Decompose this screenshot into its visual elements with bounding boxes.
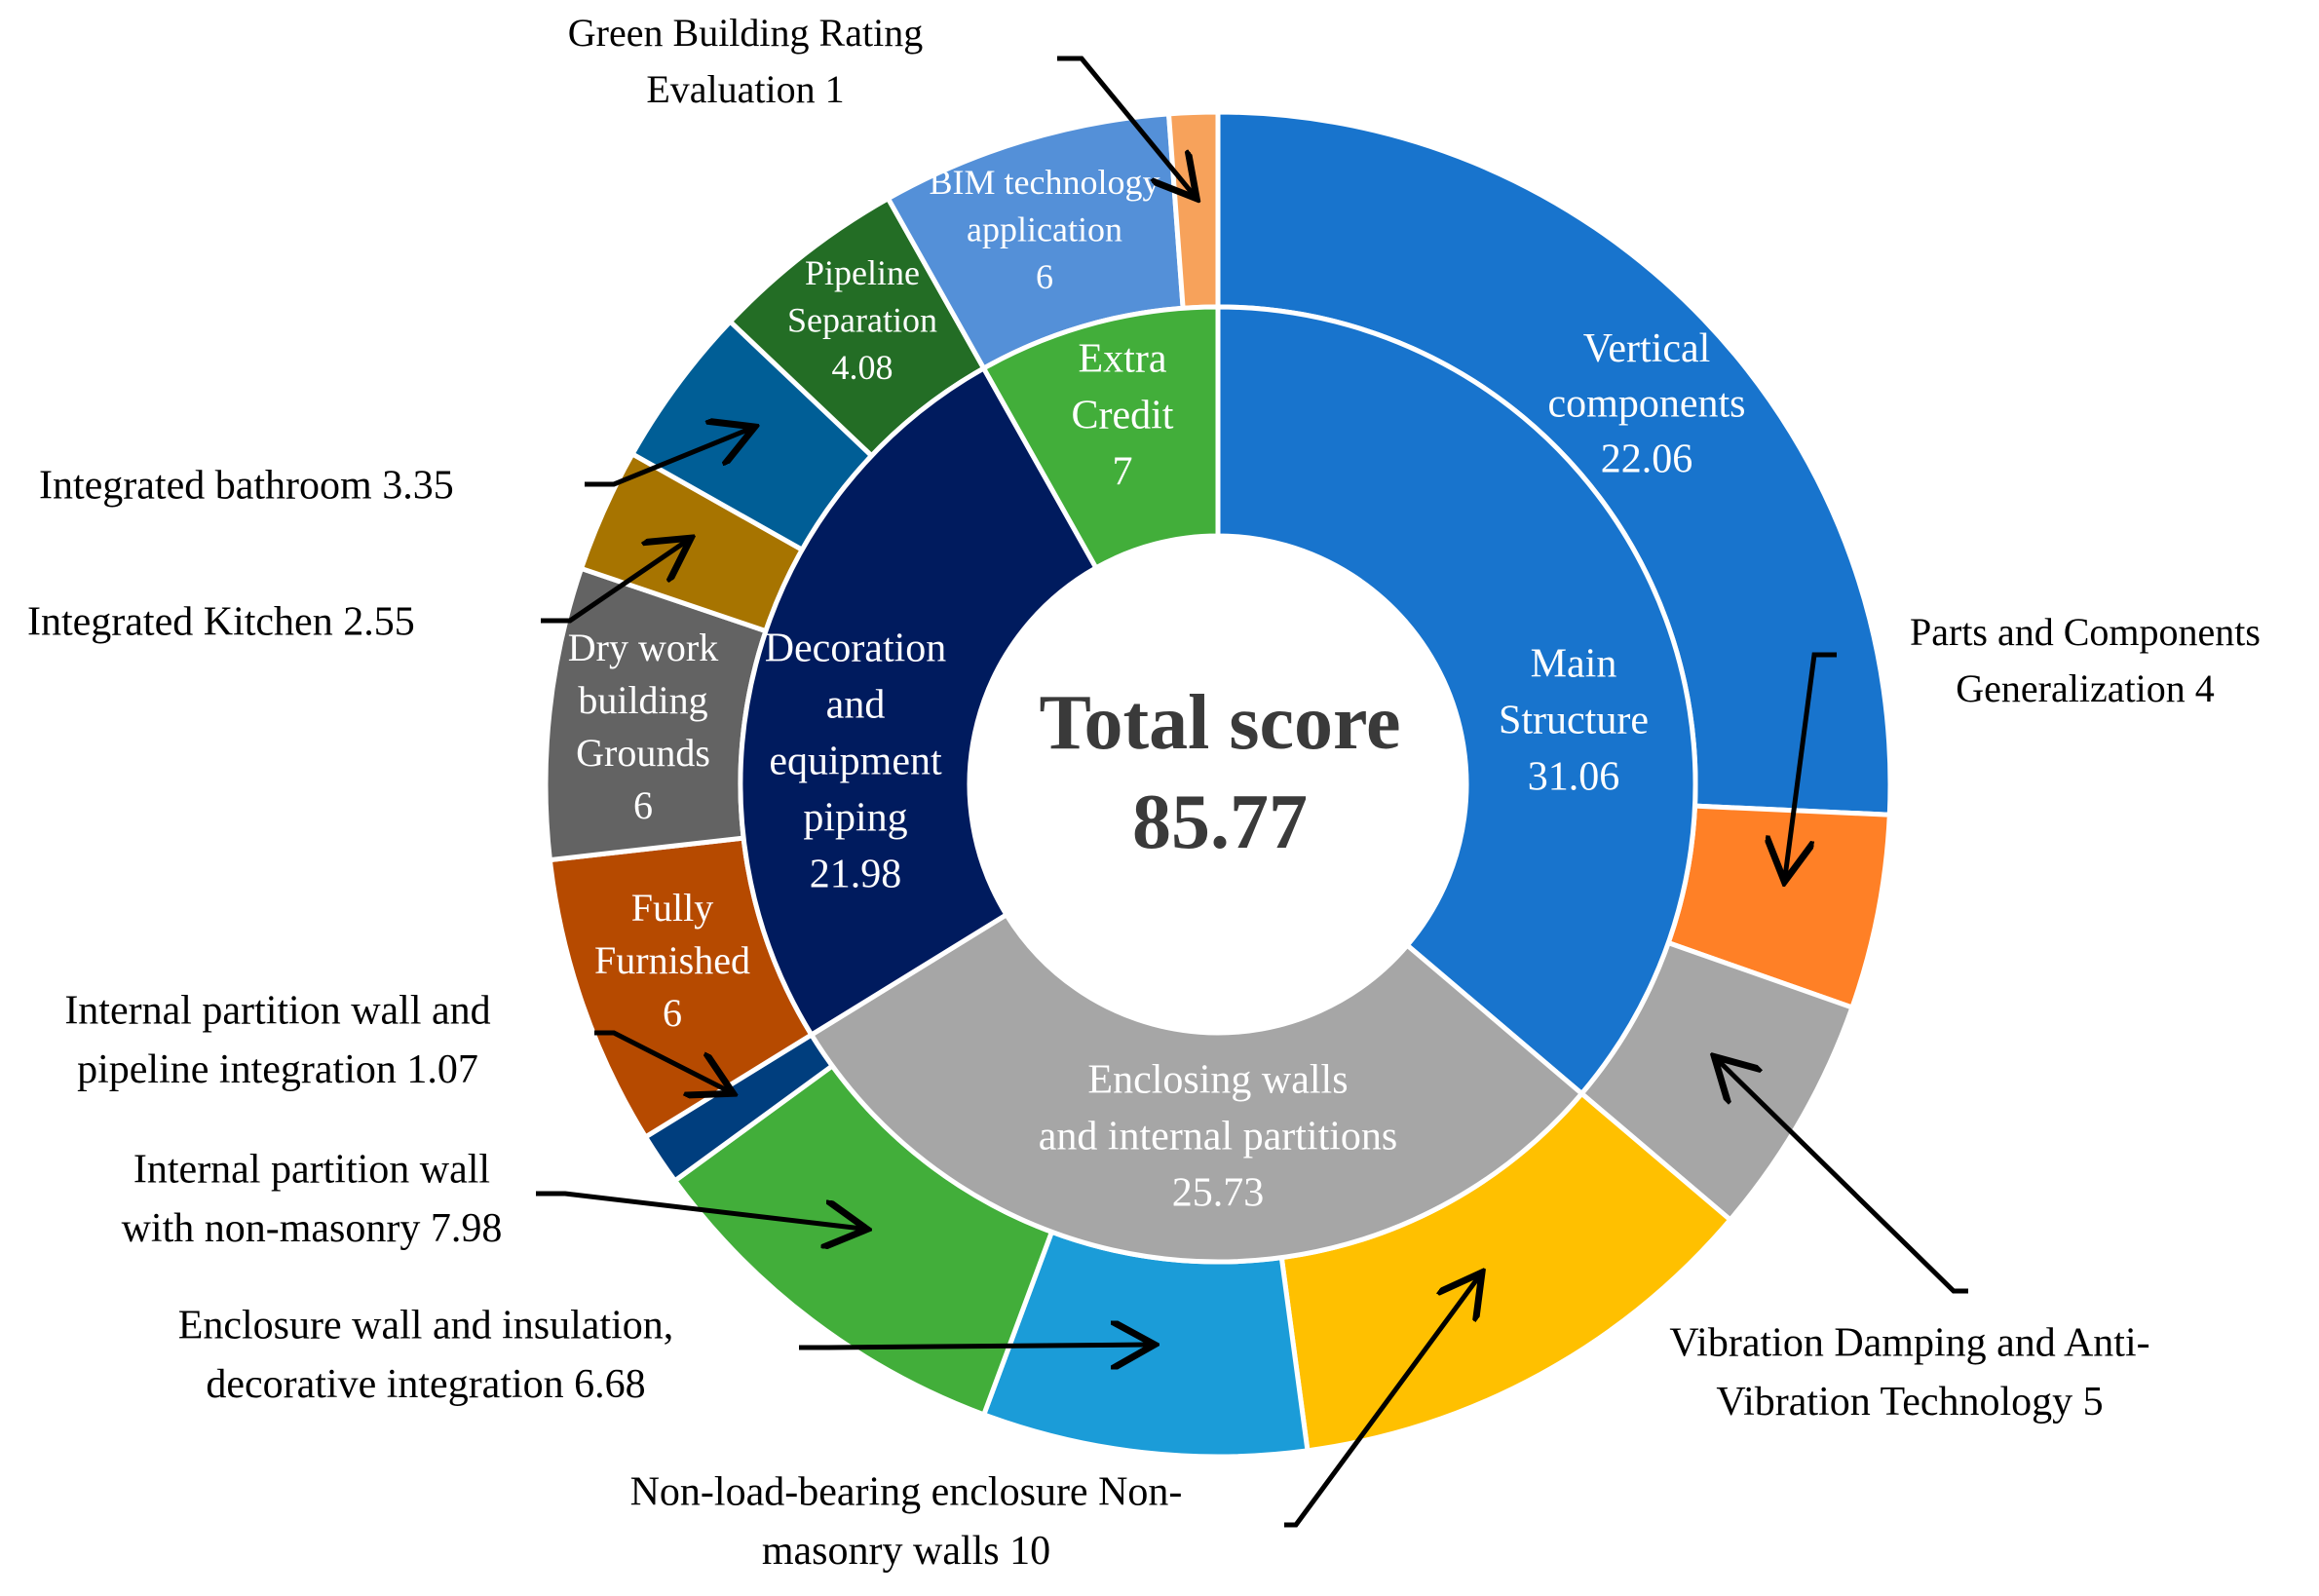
center-title: Total score xyxy=(1039,680,1400,766)
inner-slice-extra-credit xyxy=(980,304,1221,572)
inner-label-extra-credit-line: Credit xyxy=(1072,394,1174,438)
callout-internal-partition-wall-with-non-masonry-7-98: Internal partition wall with non-masonry … xyxy=(122,1147,503,1251)
inner-label-decoration-and-equipment-piping-line: and xyxy=(826,683,886,728)
outer-label-bim-technology-application-line: 6 xyxy=(1036,257,1053,296)
inner-slice-main-structure xyxy=(1215,304,1698,1097)
inner-label-decoration-and-equipment-piping-line: piping xyxy=(803,796,907,841)
callout-vibration-damping-and-anti-vibration-technology-5-line: Vibration Damping and Anti- xyxy=(1669,1320,2149,1365)
inner-label-enclosing-walls-and-internal-partitions-line: Enclosing walls xyxy=(1087,1058,1348,1103)
outer-label-bim-technology-application: BIM technology application 6 xyxy=(930,163,1160,296)
outer-label-dry-work-building-grounds-line: Grounds xyxy=(576,731,710,775)
callout-vibration-damping-and-anti-vibration-technology-5-line: Vibration Technology 5 xyxy=(1716,1380,2103,1425)
callout-non-load-bearing-enclosure-non-masonry-walls-10-line: masonry walls 10 xyxy=(762,1529,1050,1574)
inner-label-extra-credit-line: Extra xyxy=(1079,337,1167,382)
callout-vibration-damping-and-anti-vibration-technology-5: Vibration Damping and Anti- Vibration Tec… xyxy=(1669,1320,2149,1425)
callout-internal-partition-wall-and-pipeline-integration-1-07-arrow xyxy=(594,1030,729,1091)
callout-internal-partition-wall-with-non-masonry-7-98-line: with non-masonry 7.98 xyxy=(122,1206,503,1251)
callout-integrated-bathroom-3-35: Integrated bathroom 3.35 xyxy=(39,464,454,509)
callout-enclosure-wall-and-insulation-decorative-integration-6-68-arrow xyxy=(799,1345,1150,1348)
callout-internal-partition-wall-with-non-masonry-7-98-line: Internal partition wall xyxy=(133,1147,490,1192)
inner-label-decoration-and-equipment-piping-line: Decoration xyxy=(765,627,947,671)
callout-enclosure-wall-and-insulation-decorative-integration-6-68: Enclosure wall and insulation, decorative… xyxy=(178,1303,674,1407)
inner-label-main-structure-line: Main xyxy=(1531,642,1617,687)
inner-label-enclosing-walls-and-internal-partitions-line: and internal partitions xyxy=(1039,1115,1398,1159)
outer-label-vertical-components: Vertical components 22.06 xyxy=(1548,326,1746,481)
inner-label-enclosing-walls-and-internal-partitions: Enclosing walls and internal partitions 25… xyxy=(1039,1058,1398,1216)
outer-label-dry-work-building-grounds-line: building xyxy=(578,678,707,722)
callout-parts-and-components-generalization-4-line: Parts and Components xyxy=(1910,610,2261,654)
callout-integrated-bathroom-3-35-line: Integrated bathroom 3.35 xyxy=(39,464,454,509)
inner-label-decoration-and-equipment-piping-line: 21.98 xyxy=(810,853,902,897)
callout-non-load-bearing-enclosure-non-masonry-walls-10-arrow xyxy=(1284,1276,1479,1528)
callout-enclosure-wall-and-insulation-decorative-integration-6-68-line: decorative integration 6.68 xyxy=(206,1362,645,1407)
outer-label-fully-furnished-line: 6 xyxy=(663,991,682,1035)
outer-label-pipeline-separation-line: Separation xyxy=(787,301,937,340)
callout-integrated-kitchen-2-55-arrow xyxy=(541,541,687,624)
inner-label-decoration-and-equipment-piping-line: equipment xyxy=(769,740,942,784)
callout-internal-partition-wall-and-pipeline-integration-1-07-line: Internal partition wall and xyxy=(64,988,490,1033)
callout-non-load-bearing-enclosure-non-masonry-walls-10-line: Non-load-bearing enclosure Non- xyxy=(630,1469,1183,1514)
callout-parts-and-components-generalization-4-line: Generalization 4 xyxy=(1956,666,2214,710)
inner-label-decoration-and-equipment-piping: Decoration and equipment piping 21.98 xyxy=(765,627,947,897)
inner-label-main-structure-line: Structure xyxy=(1499,699,1649,743)
callout-integrated-kitchen-2-55-line: Integrated Kitchen 2.55 xyxy=(27,600,415,645)
callout-green-building-rating-evaluation-1-line: Green Building Rating xyxy=(568,11,923,55)
callout-internal-partition-wall-and-pipeline-integration-1-07: Internal partition wall and pipeline inte… xyxy=(64,988,490,1092)
outer-label-bim-technology-application-line: application xyxy=(967,210,1122,249)
callout-enclosure-wall-and-insulation-decorative-integration-6-68-line: Enclosure wall and insulation, xyxy=(178,1303,674,1348)
outer-label-pipeline-separation-line: Pipeline xyxy=(805,253,920,292)
inner-label-enclosing-walls-and-internal-partitions-line: 25.73 xyxy=(1172,1171,1265,1216)
callout-vibration-damping-and-anti-vibration-technology-5-arrow xyxy=(1718,1060,1968,1294)
outer-label-dry-work-building-grounds-line: Dry work xyxy=(568,626,718,669)
inner-ring xyxy=(738,304,1698,1265)
outer-label-vertical-components-line: components xyxy=(1548,382,1746,427)
callout-integrated-kitchen-2-55: Integrated Kitchen 2.55 xyxy=(27,600,415,645)
inner-slice-decoration-and-equipment-piping xyxy=(738,364,1100,1039)
center-value: 85.77 xyxy=(1132,779,1308,865)
inner-label-extra-credit-line: 7 xyxy=(1113,450,1133,495)
outer-label-fully-furnished-line: Fully xyxy=(631,886,713,930)
callout-non-load-bearing-enclosure-non-masonry-walls-10: Non-load-bearing enclosure Non-masonry w… xyxy=(630,1469,1183,1574)
outer-label-fully-furnished-line: Furnished xyxy=(594,938,750,982)
inner-slice-enclosing-walls-and-internal-partitions xyxy=(808,911,1585,1265)
callout-parts-and-components-generalization-4-arrow xyxy=(1785,652,1837,877)
callout-green-building-rating-evaluation-1-line: Evaluation 1 xyxy=(646,67,844,111)
callout-green-building-rating-evaluation-1-arrow xyxy=(1057,56,1194,195)
outer-label-dry-work-building-grounds-line: 6 xyxy=(633,783,653,827)
outer-label-vertical-components-line: Vertical xyxy=(1583,326,1711,371)
callout-internal-partition-wall-and-pipeline-integration-1-07-line: pipeline integration 1.07 xyxy=(77,1047,478,1092)
inner-label-main-structure-line: 31.06 xyxy=(1528,755,1620,800)
callout-integrated-bathroom-3-35-arrow xyxy=(585,429,750,487)
callout-internal-partition-wall-with-non-masonry-7-98-arrow xyxy=(536,1191,862,1229)
outer-label-bim-technology-application-line: BIM technology xyxy=(930,163,1160,202)
outer-label-pipeline-separation-line: 4.08 xyxy=(832,348,893,387)
outer-label-vertical-components-line: 22.06 xyxy=(1601,437,1693,481)
center-label: Total score 85.77 xyxy=(1039,680,1400,865)
